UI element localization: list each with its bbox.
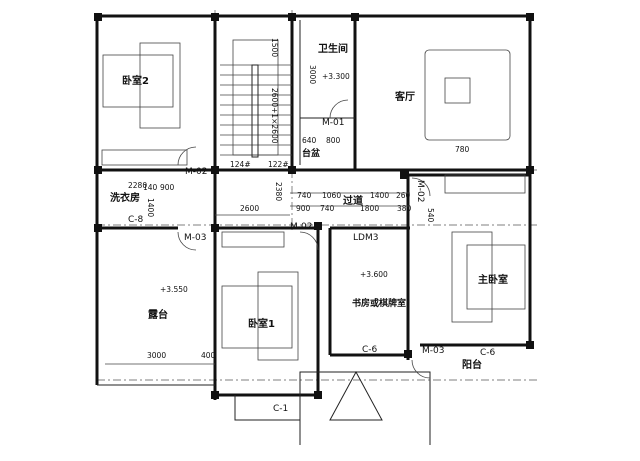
tag-m01: M-01	[322, 118, 344, 128]
dim-2380: 2380	[274, 182, 283, 201]
dim-stair: 2600+1×2600	[270, 88, 279, 144]
dim-260: 260	[396, 191, 411, 200]
dimensions: 1500 3000 2600+1×2600 640 800 780 2280 1…	[105, 38, 470, 365]
wardrobe	[101, 149, 526, 248]
room-label-bedroom1: 卧室1	[248, 317, 275, 330]
dim-640: 640	[302, 136, 317, 145]
dim-380: 380	[397, 204, 412, 213]
tag-ldm3: LDM3	[353, 233, 378, 243]
dim-2280: 2280	[128, 181, 147, 190]
room-label-laundry: 洗衣房	[110, 191, 140, 204]
tag-m02a: M-02	[185, 167, 207, 177]
sofa-set	[424, 49, 511, 141]
dim-2600: 2600	[240, 204, 259, 213]
tag-m03b: M-03	[422, 346, 444, 356]
dim-1400v: 1400	[146, 198, 155, 217]
tag-c6a: C-6	[362, 345, 378, 355]
dim-540: 540	[426, 208, 435, 223]
dim-740b: 740	[320, 204, 335, 213]
dim-900a: 900	[160, 183, 175, 192]
dim-1800: 1800	[360, 204, 379, 213]
walls	[95, 14, 532, 400]
bed-bedroom1	[221, 271, 299, 361]
dim-400: 400	[201, 351, 216, 360]
dim-900b: 900	[296, 204, 311, 213]
dim-740a: 740	[297, 191, 312, 200]
elevation-bath: +3.300	[322, 72, 350, 81]
dim-3000: 3000	[147, 351, 166, 360]
dim-3000v: 3000	[308, 65, 317, 84]
room-label-bathroom: 卫生间	[318, 42, 348, 55]
doors[interactable]	[177, 99, 431, 379]
tag-c6b: C-6	[480, 348, 496, 358]
stair-step-122: 122#	[268, 160, 289, 169]
dim-1500: 1500	[270, 38, 279, 57]
room-label-basin: 台盆	[302, 147, 321, 159]
room-label-balcony: 阳台	[462, 358, 482, 371]
dim-1400: 1400	[370, 191, 389, 200]
staircase[interactable]	[220, 39, 292, 158]
columns	[94, 13, 534, 399]
room-label-master: 主卧室	[478, 273, 508, 286]
room-label-terrace: 露台	[148, 308, 168, 321]
elevation-study: +3.600	[360, 270, 388, 279]
dim-800: 800	[326, 136, 341, 145]
tag-c8: C-8	[128, 215, 144, 225]
stair-step-124: 124#	[230, 160, 251, 169]
dim-780: 780	[455, 145, 470, 154]
elevation-terrace: +3.550	[160, 285, 188, 294]
room-label-living: 客厅	[394, 90, 415, 103]
dim-140: 140	[143, 183, 158, 192]
bed-master	[451, 231, 526, 323]
tag-m02c: M-02	[415, 180, 425, 202]
room-label-bedroom2: 卧室2	[122, 74, 149, 87]
room-label-corridor: 过道	[343, 194, 363, 207]
tag-m02b: M-02	[290, 222, 312, 232]
tag-m03a: M-03	[184, 233, 206, 243]
bay-window	[234, 370, 431, 445]
tag-c1: C-1	[273, 404, 288, 414]
room-label-study: 书房或棋牌室	[352, 297, 406, 309]
bed-bedroom2	[102, 42, 181, 129]
dim-1060: 1060	[322, 191, 341, 200]
